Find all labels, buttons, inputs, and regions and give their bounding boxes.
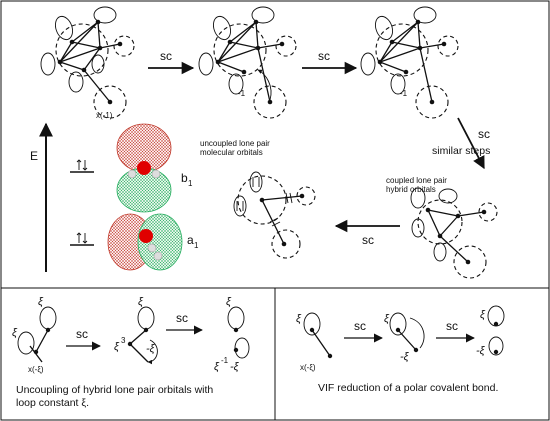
sc-label-1: sc [160, 49, 172, 63]
sc-label-7: sc [354, 319, 366, 333]
molecule-uncoupled [233, 171, 316, 259]
molecule-step-1: x(-1) [40, 6, 135, 120]
arrow-step-1: sc [148, 49, 195, 75]
xi-label-6: ξ [384, 313, 390, 325]
xi-cubed-label: ξ [114, 341, 120, 353]
minus-xi-label-1: -ξ [146, 343, 156, 355]
orbital-b1-label: b [181, 171, 188, 185]
coupled-caption-line2: hybrid orbitals [386, 185, 436, 194]
xi-label-1: ξ [38, 296, 44, 308]
similar-steps-label: similar steps [432, 145, 490, 157]
caption-right: VIF reduction of a polar covalent bond. [318, 382, 498, 394]
xi-label-4: ξ [226, 296, 232, 308]
arrow-step-2: sc [302, 49, 358, 75]
sc-label-5: sc [76, 327, 88, 341]
molecule-step-2: -1 [198, 6, 297, 119]
caption-left-line1: Uncoupling of hybrid lone pair orbitals … [16, 384, 213, 396]
uncoupled-caption-line2: molecular orbitals [200, 148, 263, 157]
minus-xi-label-3: -ξ [476, 345, 486, 357]
orbital-a1-label: a [187, 233, 194, 247]
xi-minus-tail: -ξ [230, 361, 240, 373]
energy-level-b1 [70, 159, 94, 173]
label-minus-1-b: -1 [400, 89, 408, 98]
minus-xi-label-2: -ξ [400, 351, 410, 363]
x-minus-xi-label: x(-ξ) [28, 365, 44, 374]
molecule-step-3: -1 [360, 6, 459, 119]
xi-cubed-sup: 3 [121, 336, 126, 345]
vif-polar-bond-diagram: ξ x(-ξ) sc ξ -ξ sc ξ -ξ VIF reduction of… [296, 305, 505, 394]
energy-level-a1 [70, 232, 94, 246]
xi-label-2: ξ [12, 327, 18, 339]
xi-minus-label: ξ [214, 361, 220, 373]
orbital-a1-sub: 1 [194, 241, 199, 250]
energy-axis-label: E [30, 149, 38, 163]
orbital-b1-image: b 1 [116, 123, 193, 213]
sc-label-2: sc [318, 49, 330, 63]
uncoupled-caption-line1: uncoupled lone pair [200, 139, 270, 148]
xi-label-7: ξ [480, 309, 486, 321]
molecule-coupled-hybrid [410, 187, 498, 279]
sc-label-8: sc [446, 319, 458, 333]
sc-label-3: sc [478, 127, 490, 141]
orbital-a1-image: a 1 [107, 213, 199, 271]
coupled-caption-line1: coupled lone pair [386, 176, 447, 185]
xi-label-5: ξ [296, 313, 302, 325]
caption-left-line2: loop constant ξ. [16, 397, 89, 409]
orbital-b1-sub: 1 [188, 179, 193, 188]
x-minus-xi-label-2: x(-ξ) [300, 363, 316, 372]
sc-label-4: sc [362, 233, 374, 247]
loop-uncoupling-diagram: ξ ξ x(-ξ) sc ξ ξ 3 -ξ sc ξ ξ -1 -ξ Uncou… [12, 296, 250, 409]
energy-axis: E [30, 122, 53, 272]
label-x-minus-1: x(-1) [96, 111, 113, 120]
arrow-similar-steps: sc similar steps [432, 117, 490, 170]
sc-label-6: sc [176, 311, 188, 325]
xi-label-3: ξ [138, 296, 144, 308]
xi-minus-sup: -1 [221, 356, 229, 365]
label-minus-1-a: -1 [238, 89, 246, 98]
arrow-step-4: sc [334, 219, 400, 247]
